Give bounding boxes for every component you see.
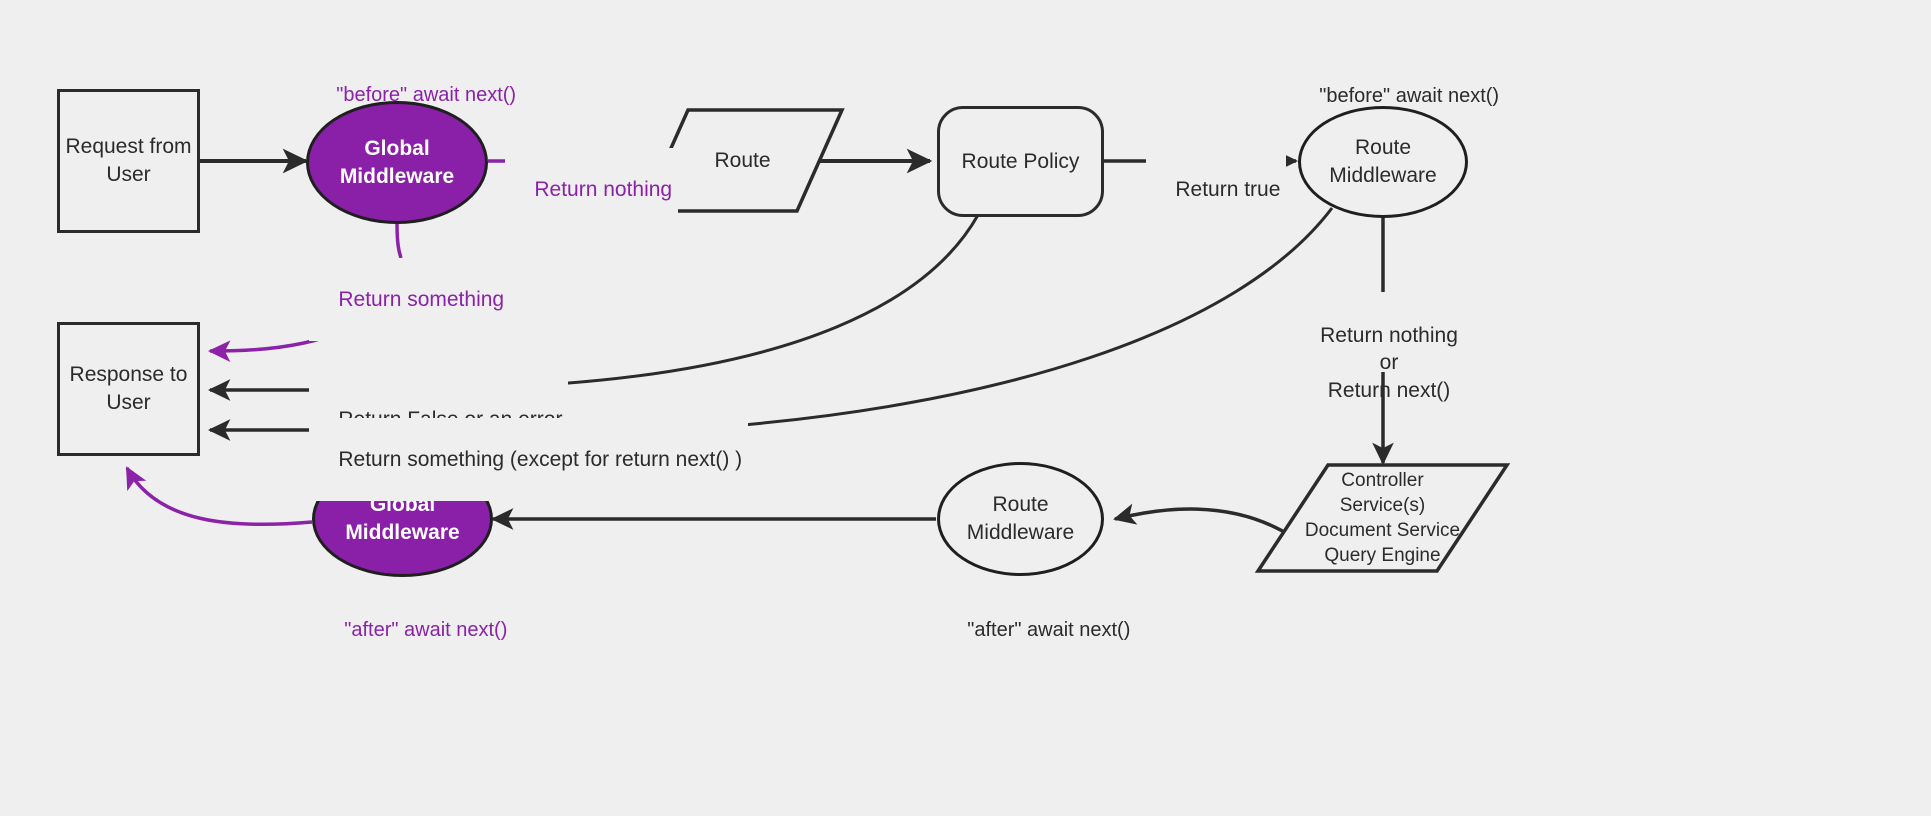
node-global-middleware-top-label: Global Middleware [339, 136, 455, 188]
node-global-middleware-top[interactable]: Global Middleware [306, 101, 488, 224]
annotation-before-await-next-left-text: "before" await next() [336, 84, 517, 106]
edge-route-policy-to-response [521, 214, 980, 388]
node-route-label: Route [714, 148, 771, 172]
edge-label-return-nothing: Return nothing [505, 148, 679, 232]
node-route-policy-label: Route Policy [961, 149, 1080, 173]
node-controller-services[interactable]: Controller Service(s) Document Service Q… [1254, 462, 1511, 574]
edge-label-return-nothing-text: Return nothing [534, 177, 673, 201]
edge-label-return-true-text: Return true [1175, 177, 1281, 201]
annotation-before-await-next-left: "before" await next() [314, 61, 516, 130]
edge-global-middleware-bottom-to-response [125, 466, 313, 527]
node-route-middleware-top-label: Route Middleware [1329, 136, 1437, 187]
edge-label-return-something-text: Return something [338, 287, 505, 311]
edge-label-return-true: Return true [1146, 148, 1287, 232]
node-response-to-user-label: Response to User [69, 363, 188, 414]
node-request-from-user[interactable]: Request from User [57, 89, 200, 233]
annotation-before-await-next-right: "before" await next() [1297, 62, 1499, 131]
annotation-after-await-next-left: "after" await next() [322, 596, 507, 665]
annotation-after-await-next-left-text: "after" await next() [344, 619, 508, 641]
edge-label-return-nothing-or-next: Return nothing or Return next() [1283, 294, 1495, 405]
node-route-policy[interactable]: Route Policy [937, 106, 1104, 217]
edge-label-return-something-except-next: Return something (except for return next… [309, 418, 749, 502]
node-response-to-user[interactable]: Response to User [57, 322, 200, 456]
edge-controller-to-route-middleware-bottom [1113, 503, 1292, 538]
edge-label-return-something-except-next-text: Return something (except for return next… [338, 447, 743, 471]
edge-global-middleware-to-response-a [395, 223, 403, 259]
annotation-after-await-next-right-text: "after" await next() [967, 619, 1131, 641]
edge-label-return-something: Return something [309, 258, 511, 342]
node-route-middleware-top[interactable]: Route Middleware [1298, 106, 1468, 218]
node-controller-services-label: Controller Service(s) Document Service Q… [1304, 469, 1461, 567]
node-route-middleware-bottom-label: Route Middleware [966, 493, 1075, 544]
annotation-after-await-next-right: "after" await next() [945, 596, 1130, 665]
node-request-from-user-label: Request from User [65, 135, 192, 186]
edge-route-middleware-to-response [676, 207, 1334, 432]
edge-label-return-nothing-or-next-text: Return nothing or Return next() [1320, 323, 1458, 403]
node-route-middleware-bottom[interactable]: Route Middleware [937, 462, 1104, 576]
annotation-before-await-next-right-text: "before" await next() [1319, 85, 1500, 107]
